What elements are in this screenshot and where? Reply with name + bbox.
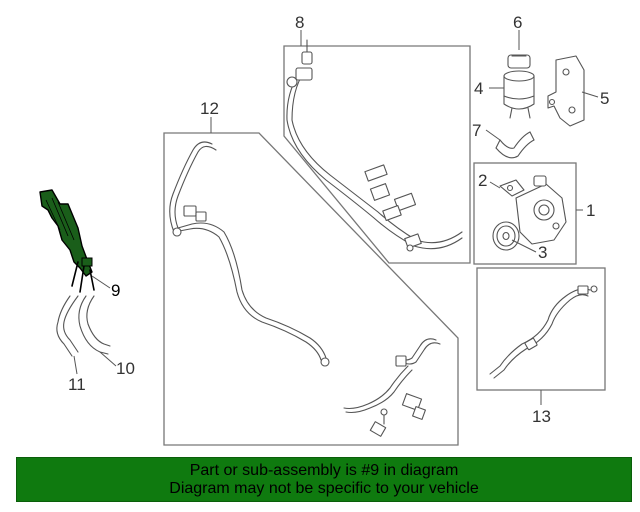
- callout-13: 13: [532, 407, 551, 426]
- reservoir-bracket[interactable]: [547, 55, 585, 127]
- callout-4: 4: [474, 79, 483, 98]
- power-steering-pump[interactable]: [515, 175, 567, 245]
- return-line-assembly[interactable]: [169, 141, 441, 437]
- cooler-hose-11[interactable]: [56, 295, 79, 357]
- pump-mounting-bracket[interactable]: [499, 179, 525, 197]
- leader-lines: [73, 30, 599, 405]
- callout-8: 8: [295, 13, 304, 32]
- callout-11: 11: [68, 375, 86, 394]
- callout-7: 7: [472, 121, 481, 140]
- callout-6: 6: [513, 13, 522, 32]
- callout-12: 12: [200, 99, 219, 118]
- pump-pulley[interactable]: [492, 221, 520, 251]
- panel-pressure-hose: [283, 45, 471, 264]
- reservoir-cap[interactable]: [507, 54, 531, 69]
- cooler-line[interactable]: [489, 285, 598, 379]
- panel-return-lines: [163, 132, 459, 446]
- callout-10: 10: [116, 359, 135, 378]
- callout-9[interactable]: 9: [111, 281, 120, 300]
- callout-labels: 1 2 3 4 5 6 7 8 9 10 11 12 13: [68, 13, 609, 426]
- highlighted-part-9[interactable]: [39, 189, 95, 293]
- callout-2: 2: [478, 171, 487, 190]
- cooler-hose-10[interactable]: [78, 295, 111, 355]
- suction-hose[interactable]: [495, 131, 535, 159]
- callout-1: 1: [586, 201, 595, 220]
- reservoir-tank[interactable]: [503, 70, 535, 119]
- panel-pump: [473, 162, 577, 265]
- info-banner: Part or sub-assembly is #9 in diagram Di…: [16, 457, 632, 502]
- callout-3: 3: [538, 243, 547, 262]
- banner-line-2: Diagram may not be specific to your vehi…: [169, 479, 479, 497]
- callout-5: 5: [600, 89, 609, 108]
- pressure-hose[interactable]: [286, 39, 463, 252]
- banner-line-1: Part or sub-assembly is #9 in diagram: [189, 461, 459, 479]
